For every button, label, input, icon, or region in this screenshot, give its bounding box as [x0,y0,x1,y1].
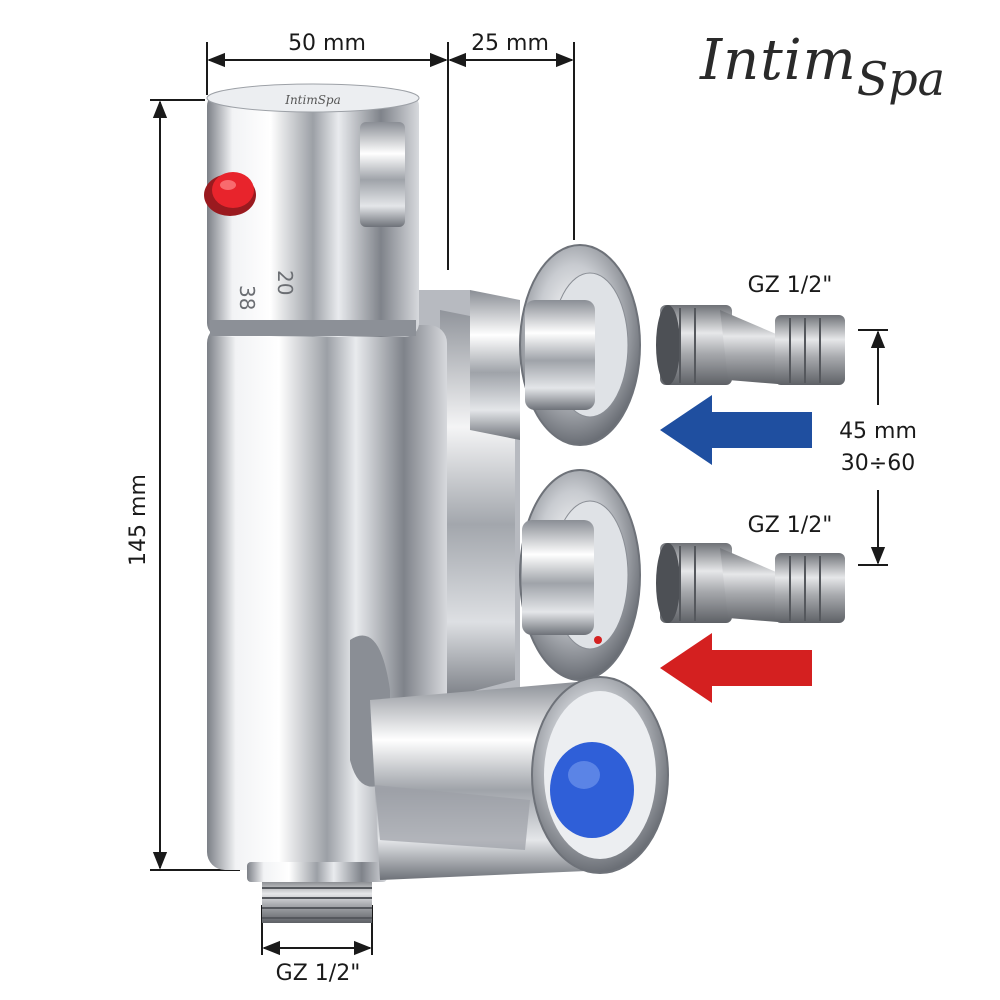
cap-logo: IntimSpa [284,93,341,107]
brand-logo-part2: Spa [856,52,946,106]
brand-logo: IntimSpa [700,28,945,106]
inlet-fitting-bottom [519,469,641,681]
safety-button[interactable] [204,172,256,216]
hot-water-arrow-icon [660,633,812,703]
inlet-range-label: 30÷60 [841,451,915,476]
temperature-scale-38: 38 [235,285,259,310]
inlet-spacing-label: 45 mm [839,419,917,444]
connector-top-label: GZ 1/2" [748,273,833,298]
width-dimension-label: 50 mm [288,31,366,56]
connector-fitting-top [656,305,845,385]
thermostat-cap: IntimSpa 38 20 [206,83,420,337]
connector-fitting-bottom [656,543,845,623]
temperature-knob[interactable] [350,635,669,880]
brand-logo-part1: Intim [700,28,857,93]
outlet-thread [247,862,387,923]
height-dimension-label: 145 mm [126,474,151,566]
temperature-scale-20: 20 [273,270,297,295]
dimension-lines [150,42,888,956]
connector-middle-label: GZ 1/2" [748,513,833,538]
cold-water-arrow-icon [660,395,812,465]
outlet-connector-label: GZ 1/2" [276,961,361,986]
depth-dimension-label: 25 mm [471,31,549,56]
inlet-fitting-top [470,244,641,446]
cold-indicator-icon [550,742,634,838]
